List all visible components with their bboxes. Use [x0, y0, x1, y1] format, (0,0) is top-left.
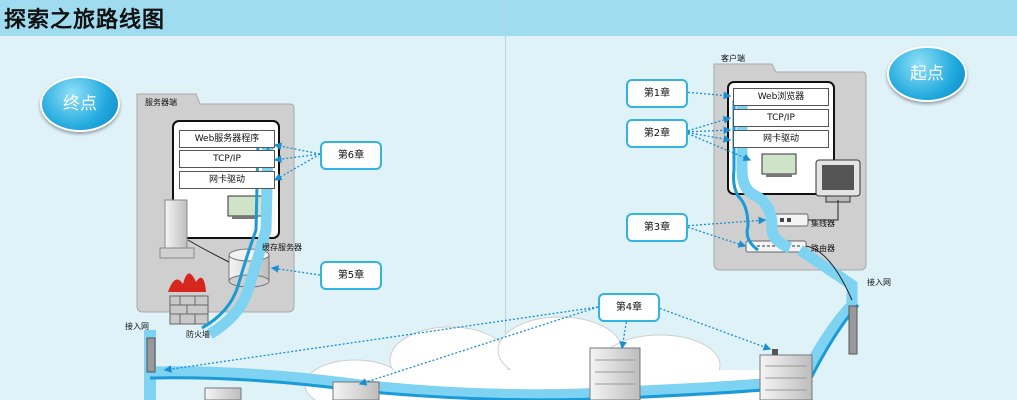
server-stack-item: Web服务器程序 — [179, 130, 275, 148]
network-cables — [187, 200, 853, 301]
server-access-label: 接入网 — [125, 322, 149, 331]
access-antenna-icons — [146, 305, 858, 373]
server-tower-icon — [159, 199, 195, 259]
end-badge: 终点 — [40, 76, 120, 132]
client-stack-item: Web浏览器 — [733, 88, 829, 106]
server-stack-item: TCP/IP — [179, 150, 275, 168]
cache-server-label: 缓存服务器 — [262, 243, 302, 252]
monitor-icon — [815, 159, 861, 203]
firewall-icon — [168, 273, 209, 325]
firewall-label: 防火墙 — [186, 330, 210, 339]
chapter-callout-lines — [163, 91, 772, 386]
server-stack-item: 网卡驱动 — [179, 171, 275, 189]
client-stack-item: 网卡驱动 — [733, 130, 829, 148]
chapter-5-callout: 第5章 — [320, 261, 382, 290]
chapter-4-callout: 第4章 — [598, 293, 660, 322]
chapter-6-callout: 第6章 — [320, 141, 382, 170]
client-nic-icon — [761, 153, 797, 177]
page-fold-line — [505, 0, 506, 400]
client-stack-item: TCP/IP — [733, 109, 829, 127]
route-path — [144, 100, 860, 400]
page-title: 探索之旅路线图 — [4, 8, 166, 33]
chapter-1-callout: 第1章 — [626, 79, 688, 108]
chapter-2-callout: 第2章 — [626, 119, 688, 148]
building-icons — [204, 347, 813, 400]
client-access-label: 接入网 — [867, 278, 891, 287]
chapter-3-callout: 第3章 — [626, 213, 688, 242]
router-label: 路由器 — [811, 244, 835, 253]
hub-label: 集线器 — [811, 219, 835, 228]
client-caption: 客户端 — [721, 54, 745, 63]
title-bar — [0, 0, 1017, 36]
server-caption: 服务器端 — [145, 98, 177, 107]
start-badge: 起点 — [887, 46, 967, 102]
